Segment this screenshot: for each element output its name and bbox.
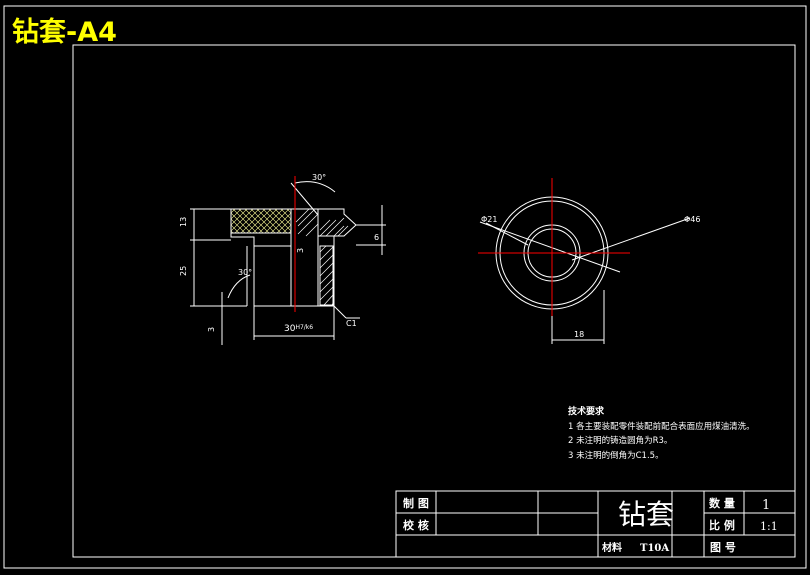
label-material: 材料 bbox=[602, 541, 622, 554]
dim-phi46: Φ46 bbox=[684, 215, 700, 224]
tech-requirements: 技术要求 1 各主要装配零件装配前配合表面应用煤油清洗。 2 未注明的铸造圆角为… bbox=[568, 405, 755, 461]
tech-item-3: 3 未注明的倒角为C1.5。 bbox=[568, 450, 664, 461]
angle-30-top: 30° bbox=[312, 173, 326, 182]
dim-18: 18 bbox=[574, 330, 584, 339]
drawing-title: 钻套-A4 bbox=[12, 17, 117, 48]
value-material: T10A bbox=[640, 543, 669, 554]
label-drawn: 制 图 bbox=[403, 496, 429, 510]
label-scale: 比 例 bbox=[709, 518, 735, 532]
tech-item-1: 1 各主要装配零件装配前配合表面应用煤油清洗。 bbox=[568, 421, 755, 432]
part-name: 钻套 bbox=[618, 498, 674, 531]
value-scale: 1:1 bbox=[760, 520, 778, 533]
end-view bbox=[479, 196, 691, 344]
dim-phi21: Φ21 bbox=[481, 215, 497, 224]
dim-6: 6 bbox=[374, 233, 379, 242]
label-quantity: 数 量 bbox=[709, 496, 735, 510]
dim-30: 30H7/k6 bbox=[284, 324, 313, 334]
title-block bbox=[395, 490, 796, 558]
dim-3-bottom: 3 bbox=[207, 327, 216, 332]
label-checked: 校 核 bbox=[403, 518, 429, 532]
dim-3-mid: 3 bbox=[296, 248, 305, 253]
inner-frame bbox=[72, 44, 796, 558]
angle-30-left: 30° bbox=[238, 268, 252, 277]
value-quantity: 1 bbox=[762, 498, 770, 513]
tech-heading: 技术要求 bbox=[568, 405, 605, 417]
dim-chamfer-c1: C1 bbox=[346, 319, 357, 328]
section-view bbox=[190, 181, 386, 345]
outer-border bbox=[3, 5, 807, 569]
dim-13: 13 bbox=[179, 217, 188, 227]
dim-25: 25 bbox=[179, 266, 188, 276]
knurled-head bbox=[230, 208, 292, 234]
label-drawing-no: 图 号 bbox=[710, 541, 736, 554]
tech-item-2: 2 未注明的铸造圆角为R3。 bbox=[568, 435, 672, 446]
